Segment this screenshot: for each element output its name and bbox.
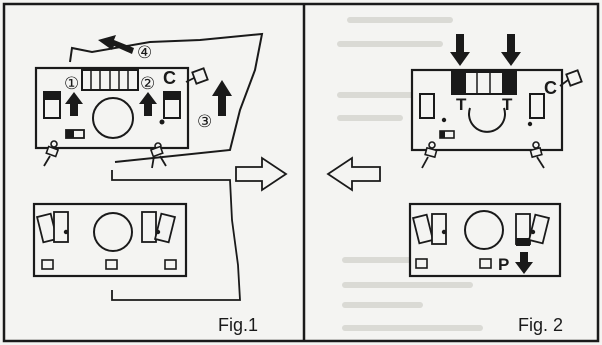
fig1-caption: Fig.1 — [218, 315, 258, 335]
marker-4: ④ — [137, 43, 152, 62]
fig1-c-label: C — [163, 68, 176, 88]
fig2-c-label: C — [544, 78, 557, 98]
fig2-t-label-left: T — [456, 95, 467, 114]
marker-1: ① — [64, 74, 79, 93]
fig2-bottom-panel — [410, 204, 560, 276]
fig2-t-label-right: T — [502, 95, 513, 114]
fig1-bottom-panel — [34, 204, 186, 276]
fig2-p-label: P — [498, 255, 509, 274]
fig2-caption: Fig. 2 — [518, 315, 563, 335]
marker-3: ③ — [197, 112, 212, 131]
marker-2: ② — [140, 74, 155, 93]
